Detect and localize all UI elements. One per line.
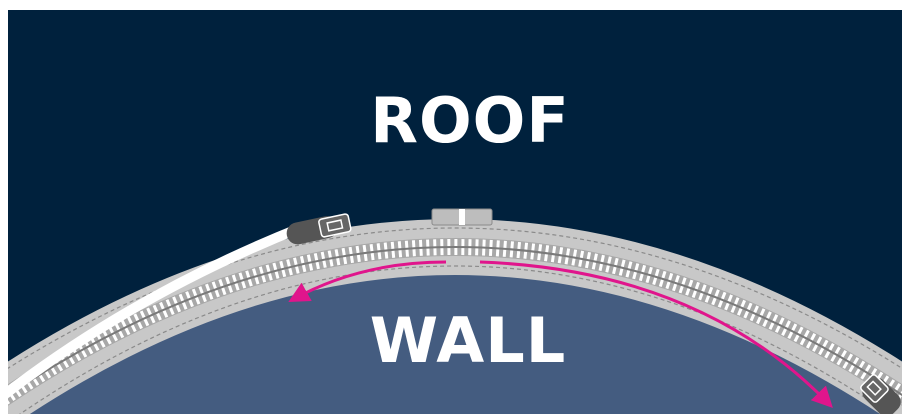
wall-label: WALL xyxy=(370,304,567,377)
zipper-center-stop-mark xyxy=(459,209,465,225)
roof-label: ROOF xyxy=(370,84,570,157)
